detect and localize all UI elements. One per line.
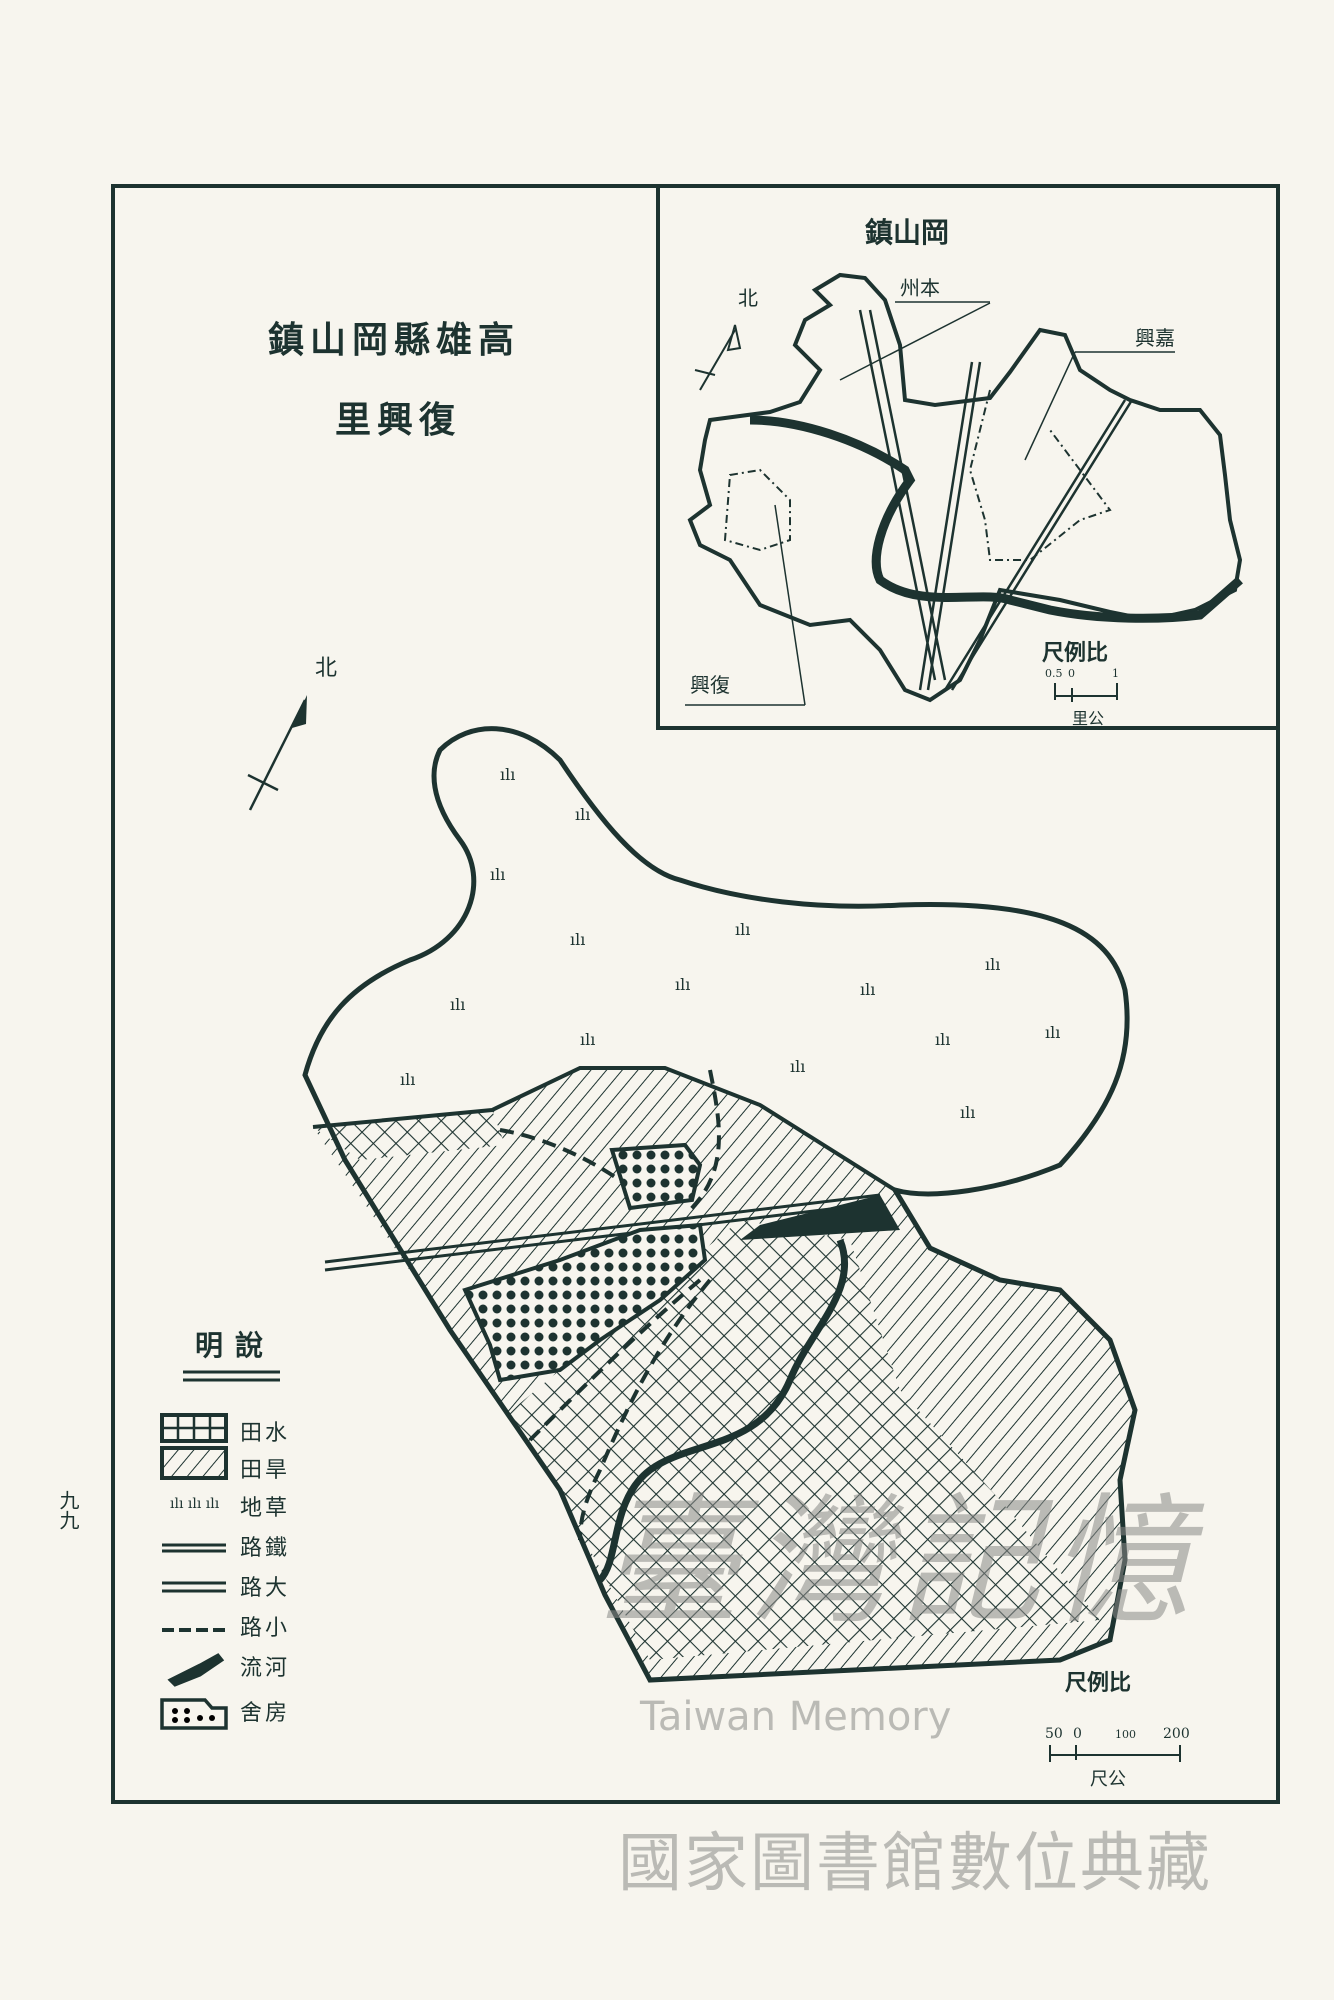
inset-north-label: 北 (738, 286, 758, 310)
inset-label-fuxing: 興復 (690, 673, 730, 697)
dry-field-swatch (160, 1446, 228, 1480)
svg-text:ılı: ılı (490, 865, 505, 884)
map-title: 鎮山岡縣雄高 (268, 319, 520, 361)
scale-tick: 100 (1115, 1728, 1136, 1741)
svg-text:ılı: ılı (790, 1057, 805, 1076)
scale-bar: 尺例比 50 0 100 200 尺公 (1045, 1670, 1190, 1790)
svg-text:ılı: ılı (860, 980, 875, 999)
legend-label: 田水 (240, 1421, 290, 1446)
inset-title: 鎮山岡 (865, 216, 949, 249)
svg-text:ılı: ılı (735, 920, 750, 939)
scale-tick: 0 (1073, 1726, 1082, 1742)
grassland-marks: ılı ılı ılı ılı ılı ılı ılı ılı ılı ılı ılı ıl… (400, 765, 1060, 1122)
house-symbol (160, 1698, 228, 1730)
inset-scale-bar: 尺例比 0.5 0 1 里公 (1042, 640, 1119, 728)
inset-label-benzhou: 州本 (900, 276, 940, 300)
legend-label: 路小 (240, 1616, 290, 1641)
scale-unit: 尺公 (1090, 1769, 1126, 1790)
svg-text:ılı: ılı (570, 930, 585, 949)
paddy-field-swatch (160, 1413, 228, 1443)
watermark-english: Taiwan Memory (639, 1694, 951, 1740)
svg-text:ılı: ılı (500, 765, 515, 784)
railway-line (162, 1543, 226, 1553)
inset-scale-tick: 0.5 (1045, 667, 1063, 680)
scale-tick: 200 (1163, 1726, 1190, 1742)
legend: 明說 ılı ılı ılı 田水 田旱 地草 路鐵 路大 路小 流河 舍房 (160, 1329, 290, 1730)
watermark-calligraphy: 臺灣記憶 (600, 1481, 1205, 1644)
page-number: 九九 (56, 1490, 80, 1530)
svg-text:ılı: ılı (1045, 1023, 1060, 1042)
legend-label: 流河 (240, 1656, 290, 1681)
watermark: 臺灣記憶 Taiwan Memory 國家圖書館數位典藏 (600, 1481, 1212, 1901)
svg-text:ılı: ılı (450, 995, 465, 1014)
svg-text:ılı: ılı (580, 1030, 595, 1049)
north-label: 北 (315, 656, 337, 681)
legend-label: 田旱 (240, 1458, 290, 1483)
river-symbol (167, 1653, 225, 1687)
legend-label: 路鐵 (240, 1536, 290, 1561)
scale-tick: 50 (1045, 1726, 1063, 1742)
inset-scale-title: 尺例比 (1042, 640, 1108, 666)
paddy-field-area (500, 1220, 1100, 1660)
legend-label: 舍房 (240, 1701, 290, 1726)
river-mouth (740, 1195, 900, 1240)
svg-text:ılı: ılı (400, 1070, 415, 1089)
grassland-symbol: ılı ılı ılı (170, 1496, 220, 1512)
inset-scale-tick: 0 (1068, 667, 1075, 680)
inset-label-jiaxing: 興嘉 (1135, 326, 1175, 350)
legend-label: 路大 (240, 1576, 290, 1601)
map-subtitle: 里興復 (335, 399, 461, 441)
main-road-line (162, 1581, 226, 1593)
house-cluster (612, 1145, 700, 1208)
house-cluster (465, 1225, 705, 1380)
river (597, 1238, 849, 1583)
legend-label: 地草 (240, 1496, 290, 1521)
svg-text:ılı: ılı (960, 1103, 975, 1122)
svg-text:ılı: ılı (985, 955, 1000, 974)
legend-title: 明說 (195, 1329, 275, 1362)
svg-text:ılı: ılı (935, 1030, 950, 1049)
north-arrow: 北 (247, 656, 337, 811)
inset-scale-tick: 1 (1112, 667, 1119, 680)
svg-text:ılı: ılı (675, 975, 690, 994)
inset-map: 鎮山岡 州本 興嘉 興復 北 尺例比 0.5 0 1 里公 (656, 184, 1280, 730)
watermark-institution: 國家圖書館數位典藏 (618, 1827, 1212, 1901)
inset-scale-unit: 里公 (1072, 709, 1104, 728)
scale-title: 尺例比 (1065, 1670, 1131, 1696)
inset-north-arrow: 北 (694, 286, 758, 391)
svg-text:ılı: ılı (575, 805, 590, 824)
